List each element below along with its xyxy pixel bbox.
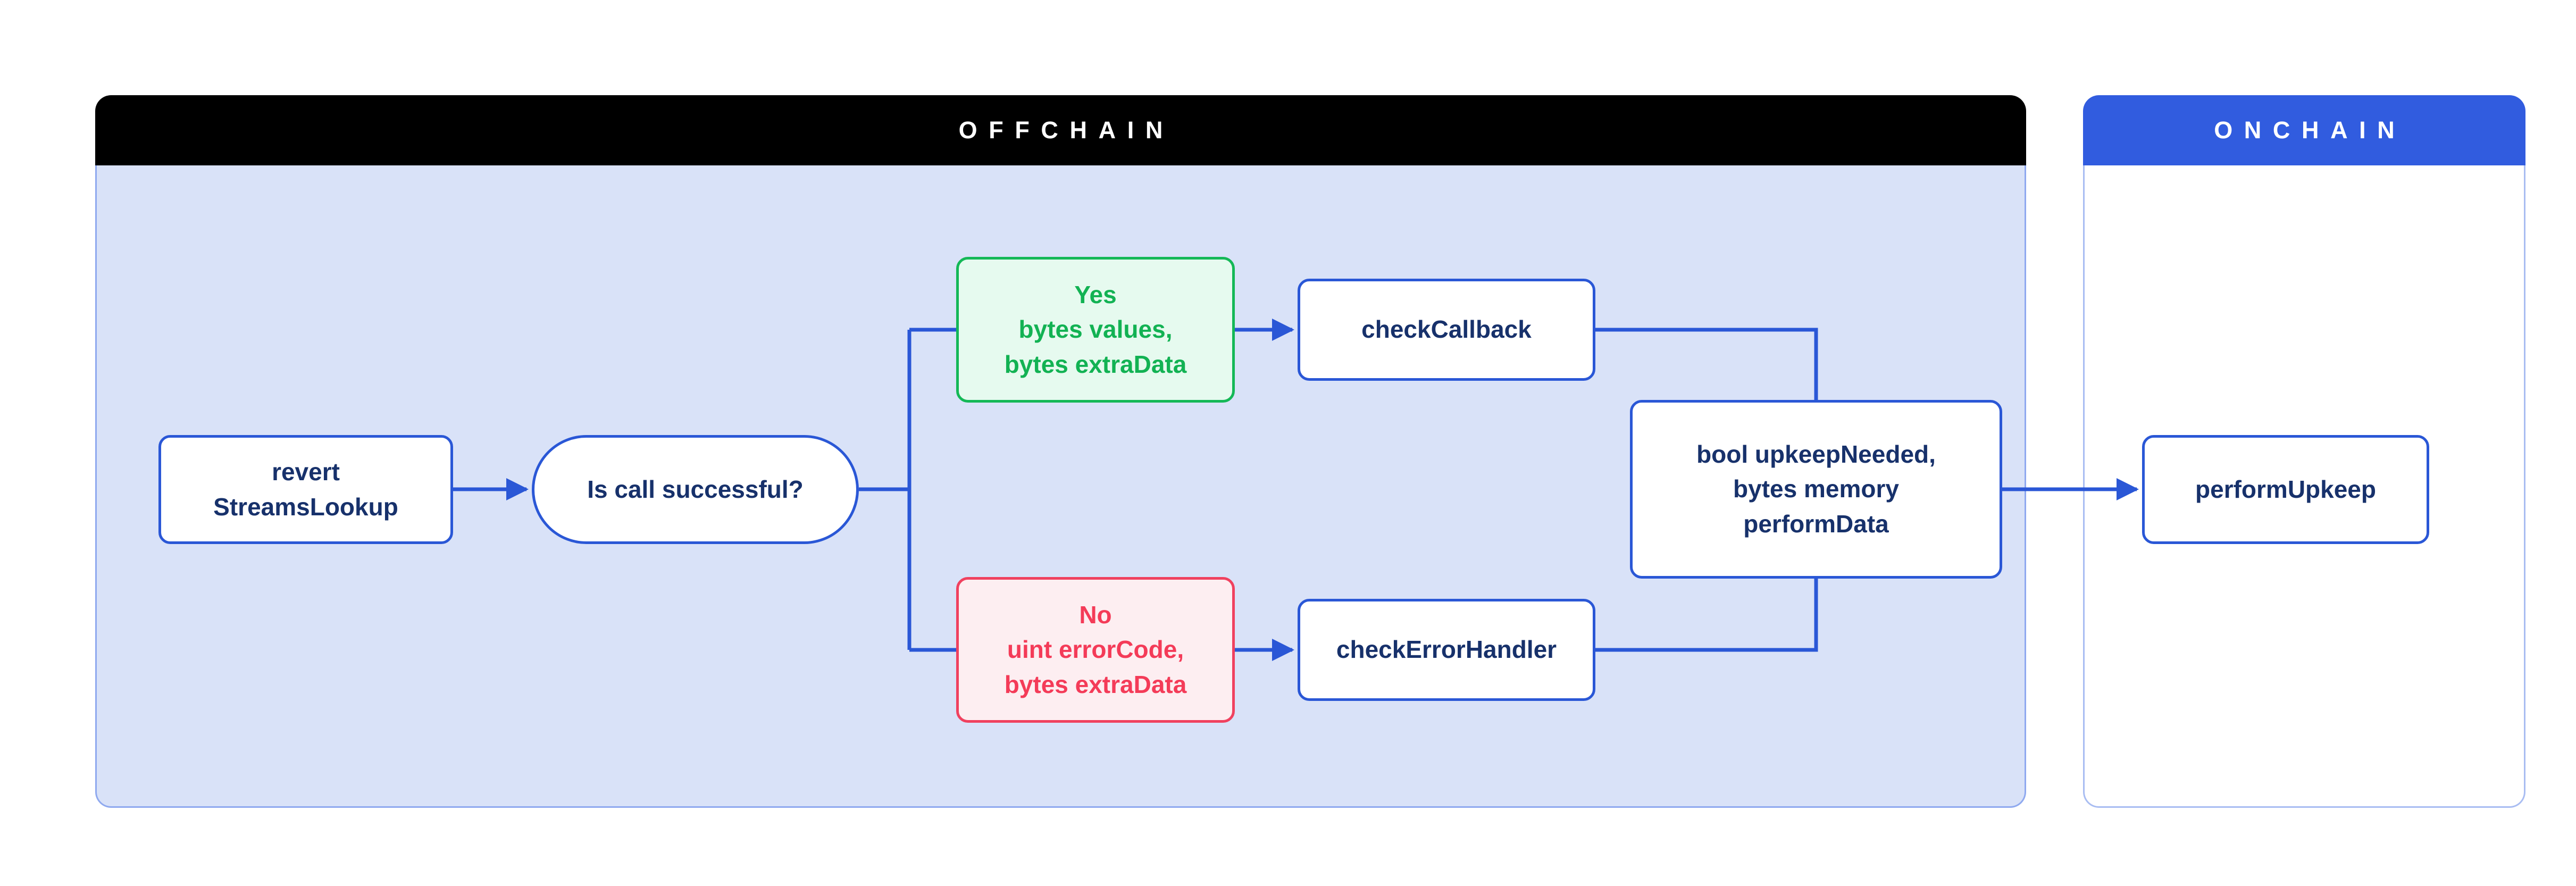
result-line-1: bool upkeepNeeded, [1696,440,1936,469]
perform-upkeep-label: performUpkeep [2195,475,2376,503]
result-line-2: bytes memory [1733,475,1899,503]
result-line-3: performData [1743,509,1889,538]
yes-line-3: bytes extraData [1004,350,1187,378]
onchain-lane-header: ONCHAIN [2083,95,2525,165]
check-error-handler-label: checkErrorHandler [1336,636,1557,664]
revert-line-2: StreamsLookup [213,492,398,521]
check-error-handler-node: checkErrorHandler [1298,599,1595,701]
upkeep-needed-result-node: bool upkeepNeeded, bytes memory performD… [1630,400,2002,579]
yes-line-1: Yes [1074,281,1117,309]
check-callback-node: checkCallback [1298,279,1595,381]
perform-upkeep-node: performUpkeep [2142,435,2429,544]
no-line-2: uint errorCode, [1007,636,1184,664]
yes-branch-node: Yes bytes values, bytes extraData [956,257,1235,403]
wire-check-error-handler-to-result [1595,578,1818,652]
no-line-1: No [1079,601,1112,629]
offchain-lane-title: OFFCHAIN [958,116,1174,144]
offchain-lane-header: OFFCHAIN [95,95,2026,165]
no-line-3: bytes extraData [1004,670,1187,698]
revert-streams-lookup-node: revert StreamsLookup [158,435,453,544]
revert-line-1: revert [272,458,340,486]
decision-label: Is call successful? [587,475,804,503]
onchain-lane-title: ONCHAIN [2214,116,2406,144]
check-callback-label: checkCallback [1361,315,1532,344]
wire-check-callback-to-result [1595,328,1818,401]
no-branch-node: No uint errorCode, bytes extraData [956,577,1235,723]
is-call-successful-decision-node: Is call successful? [532,435,859,544]
yes-line-2: bytes values, [1018,315,1173,344]
